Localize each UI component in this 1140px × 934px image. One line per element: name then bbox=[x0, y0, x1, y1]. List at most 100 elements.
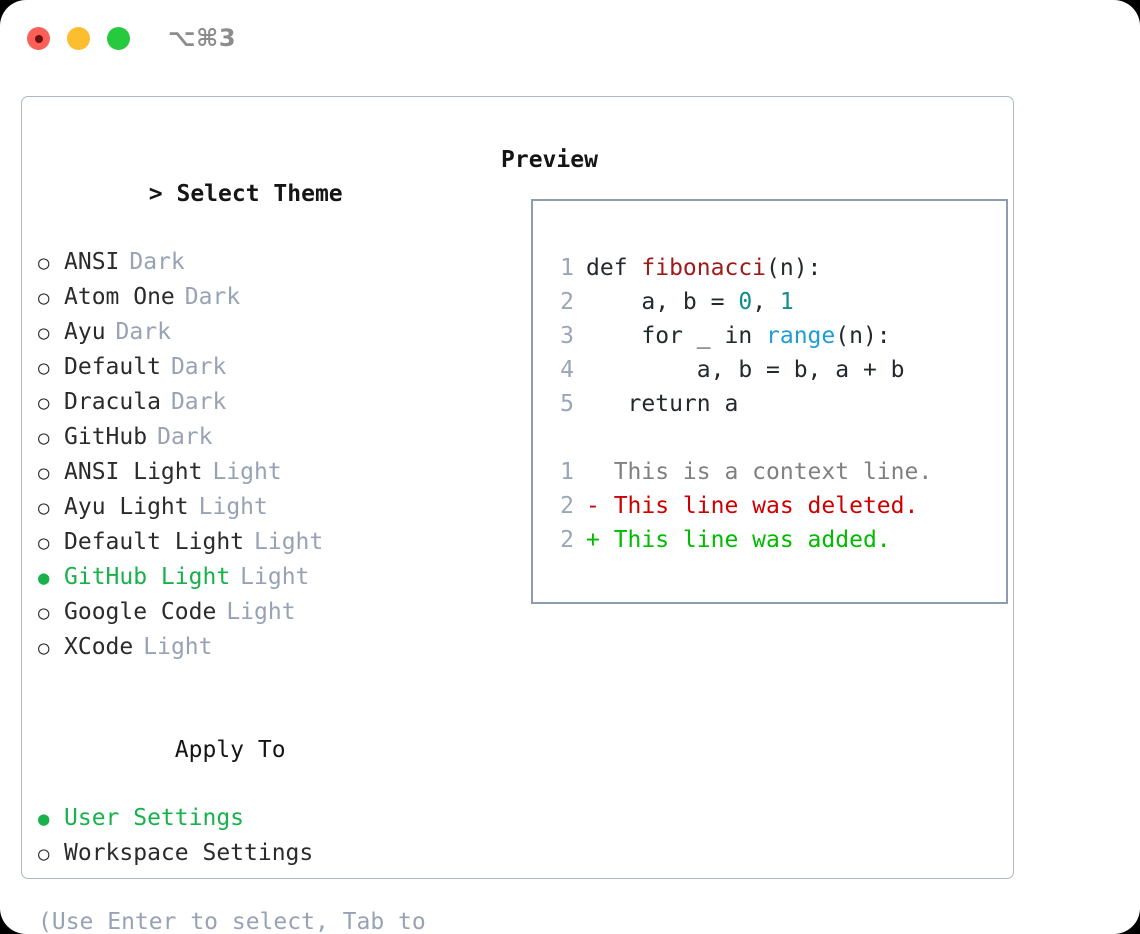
maximize-button[interactable] bbox=[107, 27, 130, 50]
code-token-num: 1 bbox=[779, 289, 794, 315]
option-tag: Light bbox=[240, 564, 310, 590]
radio-unselected-icon: ○ bbox=[38, 462, 50, 484]
diff-line-add: 2 + This line was added. bbox=[552, 523, 932, 557]
option-tag: Light bbox=[143, 634, 213, 660]
option-row[interactable]: ○ ANSI Dark bbox=[38, 245, 488, 280]
code-token-builtin: range bbox=[766, 323, 836, 349]
radio-unselected-icon: ○ bbox=[38, 322, 50, 344]
radio-unselected-icon: ○ bbox=[38, 427, 50, 449]
focus-caret: > bbox=[148, 181, 177, 207]
option-row[interactable]: ○ GitHub Dark bbox=[38, 420, 488, 455]
code-line: 4 a, b = b, a + b bbox=[552, 353, 932, 387]
code-blank-line bbox=[552, 421, 932, 455]
line-number: 2 bbox=[560, 527, 574, 553]
line-number: 3 bbox=[560, 323, 574, 349]
section-spacer bbox=[38, 665, 488, 699]
code-line: 5 return a bbox=[552, 387, 932, 421]
code-token-plain: def bbox=[586, 255, 642, 281]
option-row[interactable]: ○ ANSI Light Light bbox=[38, 455, 488, 490]
option-tag: Dark bbox=[129, 249, 185, 275]
code-token-plain: return a bbox=[586, 391, 739, 417]
option-row[interactable]: ○ Ayu Light Light bbox=[38, 490, 488, 525]
radio-unselected-icon: ○ bbox=[38, 637, 50, 659]
option-tag: Light bbox=[226, 599, 296, 625]
select-theme-heading: > Select Theme bbox=[38, 143, 488, 245]
apply-to-label: Apply To bbox=[174, 737, 286, 763]
option-tag: Dark bbox=[157, 424, 213, 450]
radio-unselected-icon: ○ bbox=[38, 252, 50, 274]
radio-selected-icon: ● bbox=[38, 808, 50, 830]
apply-to-list: ●User Settings ○ Workspace Settings bbox=[38, 801, 488, 871]
option-label: Google Code bbox=[64, 599, 217, 625]
option-label: GitHub bbox=[64, 424, 148, 450]
option-tag: Light bbox=[198, 494, 268, 520]
code-line: 3 for _ in range(n): bbox=[552, 319, 932, 353]
radio-unselected-icon: ○ bbox=[38, 392, 50, 414]
code-token-plain: (n): bbox=[835, 323, 891, 349]
option-row[interactable]: ○ Default Dark bbox=[38, 350, 488, 385]
option-row[interactable]: ○ Workspace Settings bbox=[38, 836, 488, 871]
option-tag: Light bbox=[212, 459, 282, 485]
option-row[interactable]: ○ Google Code Light bbox=[38, 595, 488, 630]
radio-unselected-icon: ○ bbox=[38, 357, 50, 379]
recording-indicator-icon bbox=[34, 34, 43, 43]
code-token-plain: , bbox=[752, 289, 780, 315]
line-number: 5 bbox=[560, 391, 574, 417]
option-label: Workspace Settings bbox=[64, 840, 314, 866]
line-number: 1 bbox=[560, 459, 574, 485]
diff-line-text: This is a context line. bbox=[586, 459, 933, 485]
radio-unselected-icon: ○ bbox=[38, 287, 50, 309]
option-row[interactable]: ○ Atom One Dark bbox=[38, 280, 488, 315]
code-token-num: 0 bbox=[738, 289, 753, 315]
diff-line-ctx: 1 This is a context line. bbox=[552, 455, 932, 489]
close-button[interactable] bbox=[27, 27, 50, 50]
line-number: 1 bbox=[560, 255, 574, 281]
code-token-plain: for _ in bbox=[586, 323, 767, 349]
code-token-plain: a, b = bbox=[586, 289, 739, 315]
radio-unselected-icon: ○ bbox=[38, 497, 50, 519]
option-label: ANSI Light bbox=[64, 459, 203, 485]
option-tag: Dark bbox=[170, 389, 227, 415]
diff-line-text: - This line was deleted. bbox=[586, 493, 919, 519]
option-tag: Dark bbox=[184, 284, 241, 310]
radio-unselected-icon: ○ bbox=[38, 843, 50, 865]
option-label: XCode bbox=[64, 634, 134, 660]
keyboard-hint: (Use Enter to select, Tab to change focu… bbox=[38, 909, 426, 934]
option-label: Ayu Light bbox=[64, 494, 189, 520]
option-row[interactable]: ○ XCode Light bbox=[38, 630, 488, 665]
code-token-plain: (n): bbox=[766, 255, 822, 281]
radio-unselected-icon: ○ bbox=[38, 602, 50, 624]
select-theme-label: Select Theme bbox=[176, 181, 343, 207]
option-row[interactable]: ● GitHub Light Light bbox=[38, 560, 488, 595]
window-title: ⌥⌘3 bbox=[168, 24, 237, 52]
diff-line-text: + This line was added. bbox=[586, 527, 891, 553]
diff-line-del: 2 - This line was deleted. bbox=[552, 489, 932, 523]
option-row[interactable]: ●User Settings bbox=[38, 801, 488, 836]
option-label: Default bbox=[64, 354, 161, 380]
option-label: ANSI bbox=[64, 249, 120, 275]
option-tag: Light bbox=[254, 529, 324, 555]
radio-unselected-icon: ○ bbox=[38, 532, 50, 554]
option-tag: Dark bbox=[170, 354, 227, 380]
option-label: Ayu bbox=[64, 319, 106, 345]
code-line: 2 a, b = 0, 1 bbox=[552, 285, 932, 319]
option-label: Atom One bbox=[64, 284, 175, 310]
line-number: 2 bbox=[560, 493, 574, 519]
radio-selected-icon: ● bbox=[38, 567, 50, 589]
title-bar: ⌥⌘3 bbox=[0, 0, 1140, 78]
minimize-button[interactable] bbox=[67, 27, 90, 50]
preview-heading: Preview bbox=[501, 147, 598, 173]
apply-to-heading: Apply To bbox=[38, 699, 488, 801]
option-label: GitHub Light bbox=[64, 564, 231, 590]
